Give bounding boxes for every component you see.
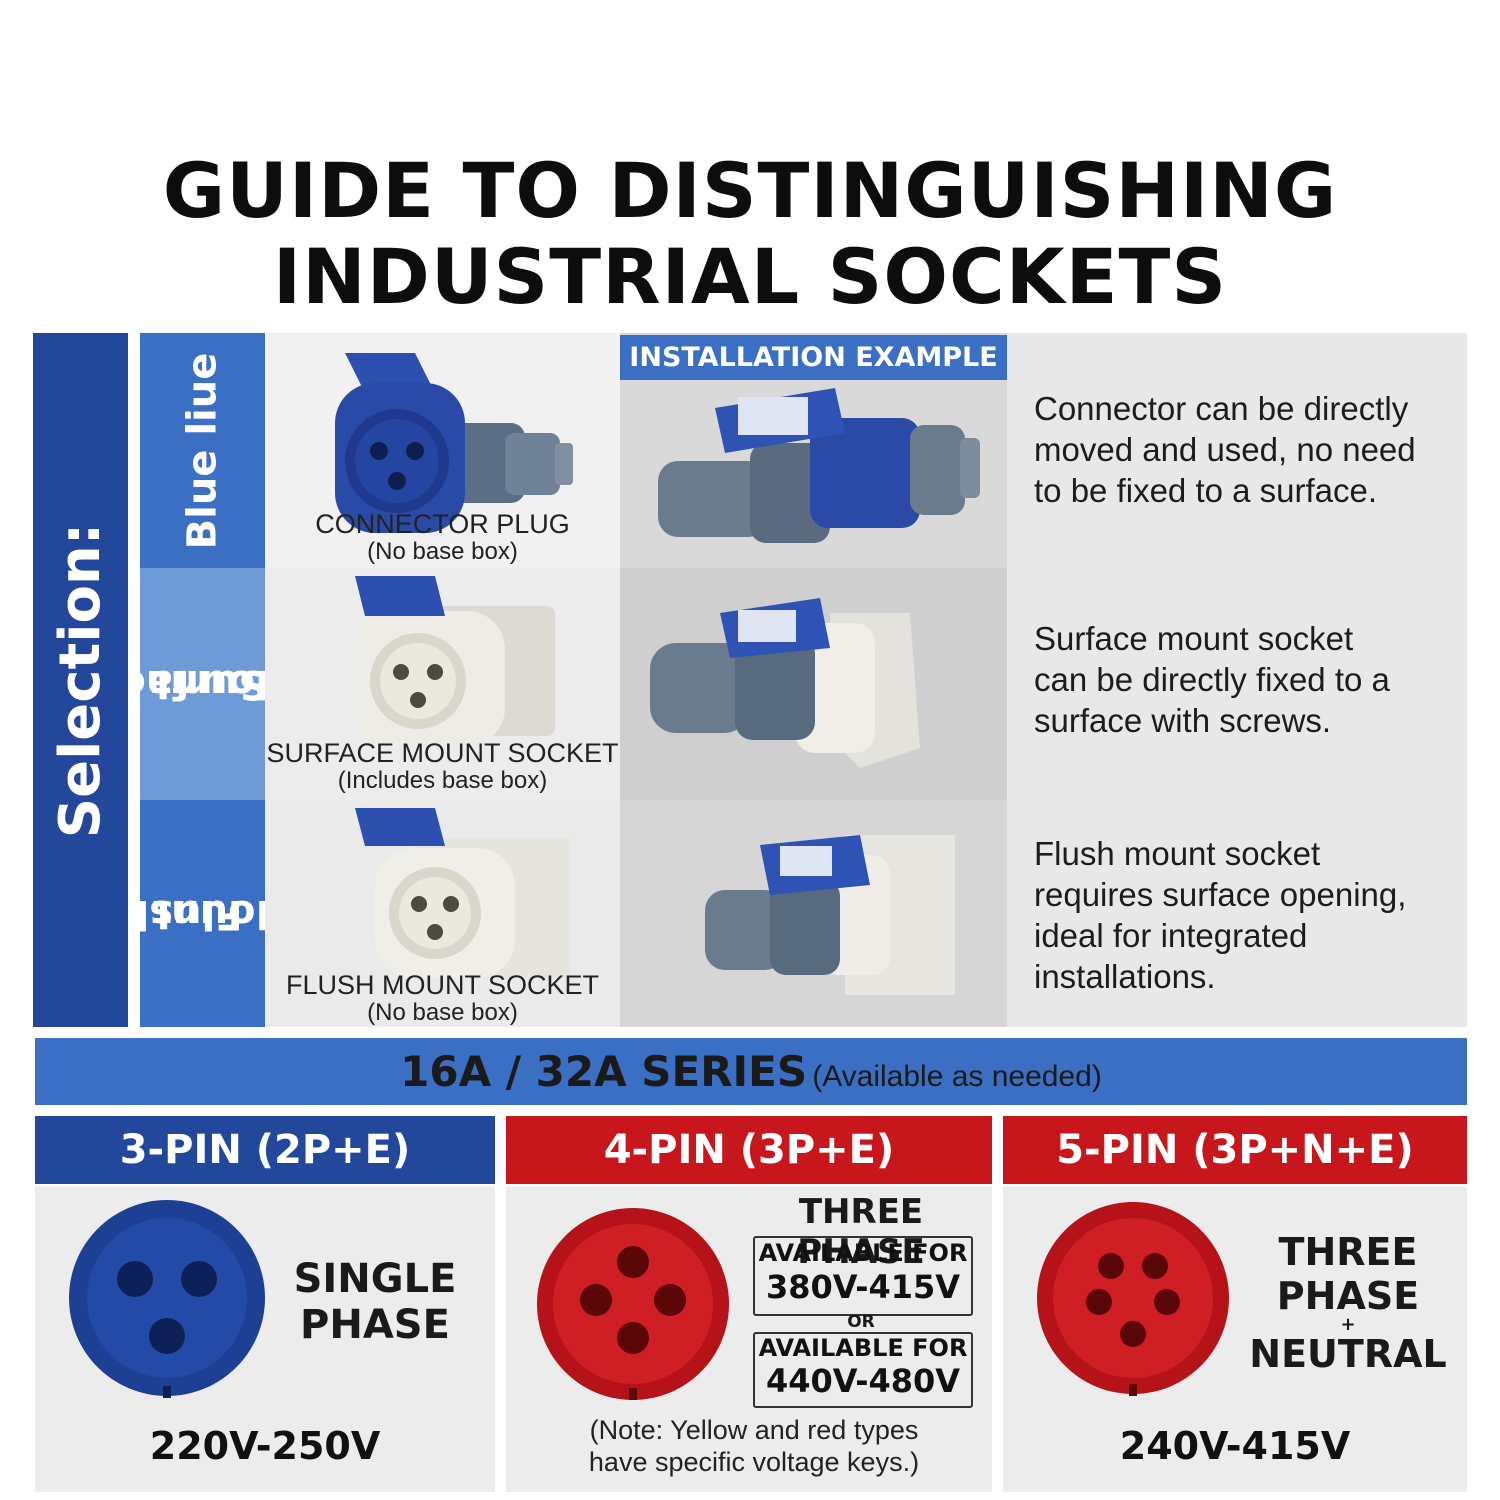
voltage-label: 380V-415V <box>765 1268 961 1306</box>
surface-mount-socket-icon <box>355 576 555 746</box>
series-subtitle: (Available as needed) <box>812 1060 1102 1093</box>
connector-installation-icon <box>658 388 980 543</box>
pin-panel-5pin: THREE PHASE + NEUTRAL 240V-415V <box>1003 1186 1467 1492</box>
installation-example-surface-mount <box>620 568 1007 800</box>
socket-3pin-blue-icon <box>69 1200 265 1398</box>
product-cell-flush-mount: FLUSH MOUNT SOCKET (No base box) <box>265 800 620 1027</box>
socket-4pin-red-icon <box>537 1208 729 1400</box>
voltage-label: 240V-415V <box>1119 1424 1351 1468</box>
surface-mount-installation-icon <box>650 598 920 768</box>
description-line: Flush mount socket <box>1034 835 1321 872</box>
installation-example-flush-mount <box>620 800 1007 1027</box>
description-connector: Connector can be directly moved and used… <box>1007 333 1467 568</box>
row-flush-mount: Flush Mount FLUSH MOUNT SOCKET ( <box>140 800 1467 1027</box>
installation-example-tab: INSTALLATION EXAMPLE <box>620 335 1007 380</box>
product-name: SURFACE MOUNT SOCKET <box>266 738 619 768</box>
phase-label: THREE <box>1278 1230 1418 1274</box>
product-sub: (Includes base box) <box>337 767 548 794</box>
row-label-flush-mount: Flush Mount <box>140 800 265 1027</box>
phase-label: SINGLE <box>293 1256 457 1302</box>
connector-plug-icon <box>335 353 573 533</box>
description-line: requires surface opening, <box>1034 876 1407 913</box>
product-sub: (No base box) <box>367 999 518 1026</box>
description-line: to be fixed to a surface. <box>1034 472 1378 509</box>
flush-mount-installation-icon <box>705 835 955 995</box>
row-surface-mount: Surface Mount SURFACE MOUNT SOCKET <box>140 568 1467 800</box>
series-title: 16A / 32A SERIES <box>400 1047 808 1096</box>
description-line: ideal for integrated <box>1034 917 1308 954</box>
pin-header-5pin: 5-PIN (3P+N+E) <box>1003 1116 1467 1184</box>
description-line: can be directly fixed to a <box>1034 661 1390 698</box>
page-title: GUIDE TO DISTINGUISHING INDUSTRIAL SOCKE… <box>0 148 1500 320</box>
pin-panel-4pin: THREE PHASE AVAILABLE FOR 380V-415V OR A… <box>506 1186 992 1492</box>
phase-label: NEUTRAL <box>1249 1332 1447 1376</box>
product-name: FLUSH MOUNT SOCKET <box>285 970 600 1000</box>
description-line: installations. <box>1034 958 1216 995</box>
title-line-1: GUIDE TO DISTINGUISHING <box>162 146 1338 235</box>
description-line: moved and used, no need <box>1034 431 1416 468</box>
title-line-2: INDUSTRIAL SOCKETS <box>272 232 1228 321</box>
description-line: Surface mount socket <box>1034 620 1354 657</box>
description-line: surface with screws. <box>1034 702 1332 739</box>
series-bar: 16A / 32A SERIES (Available as needed) <box>35 1038 1467 1105</box>
flush-mount-socket-icon <box>355 808 570 978</box>
product-name: CONNECTOR PLUG <box>315 509 570 539</box>
pin-header-4pin: 4-PIN (3P+E) <box>506 1116 992 1184</box>
selection-label: Selection: <box>48 522 114 838</box>
selection-bar <box>33 333 128 1027</box>
product-cell-surface-mount: SURFACE MOUNT SOCKET (Includes base box) <box>265 568 620 800</box>
product-cell-connector: CONNECTOR PLUG (No base box) <box>265 333 620 568</box>
voltage-label: 440V-480V <box>765 1362 961 1400</box>
description-surface-mount: Surface mount socket can be directly fix… <box>1007 568 1467 800</box>
row-label-blue: Blue liue <box>140 333 265 568</box>
voltage-note: (Note: Yellow and red types have specifi… <box>588 1415 920 1477</box>
description-line: Connector can be directly <box>1034 390 1409 427</box>
description-flush-mount: Flush mount socket requires surface open… <box>1007 800 1467 1027</box>
row-connector-plug: Blue liue CONNECTOR PLUG <box>140 333 1467 568</box>
phase-label: THREE PHASE <box>797 1192 925 1272</box>
phase-label: PHASE <box>1276 1274 1420 1318</box>
product-sub: (No base box) <box>367 538 518 565</box>
phase-label: PHASE <box>300 1302 450 1348</box>
row-label-surface-mount: Surface Mount <box>140 568 265 800</box>
voltage-option-box-2: AVAILABLE FOR 440V-480V <box>753 1332 973 1408</box>
voltage-option-box-1: AVAILABLE FOR 380V-415V <box>753 1236 973 1316</box>
pin-panel-3pin: SINGLE PHASE 220V-250V <box>35 1186 495 1492</box>
socket-5pin-red-icon <box>1037 1202 1229 1396</box>
pin-header-3pin: 3-PIN (2P+E) <box>35 1116 495 1184</box>
voltage-label: 220V-250V <box>149 1424 381 1468</box>
